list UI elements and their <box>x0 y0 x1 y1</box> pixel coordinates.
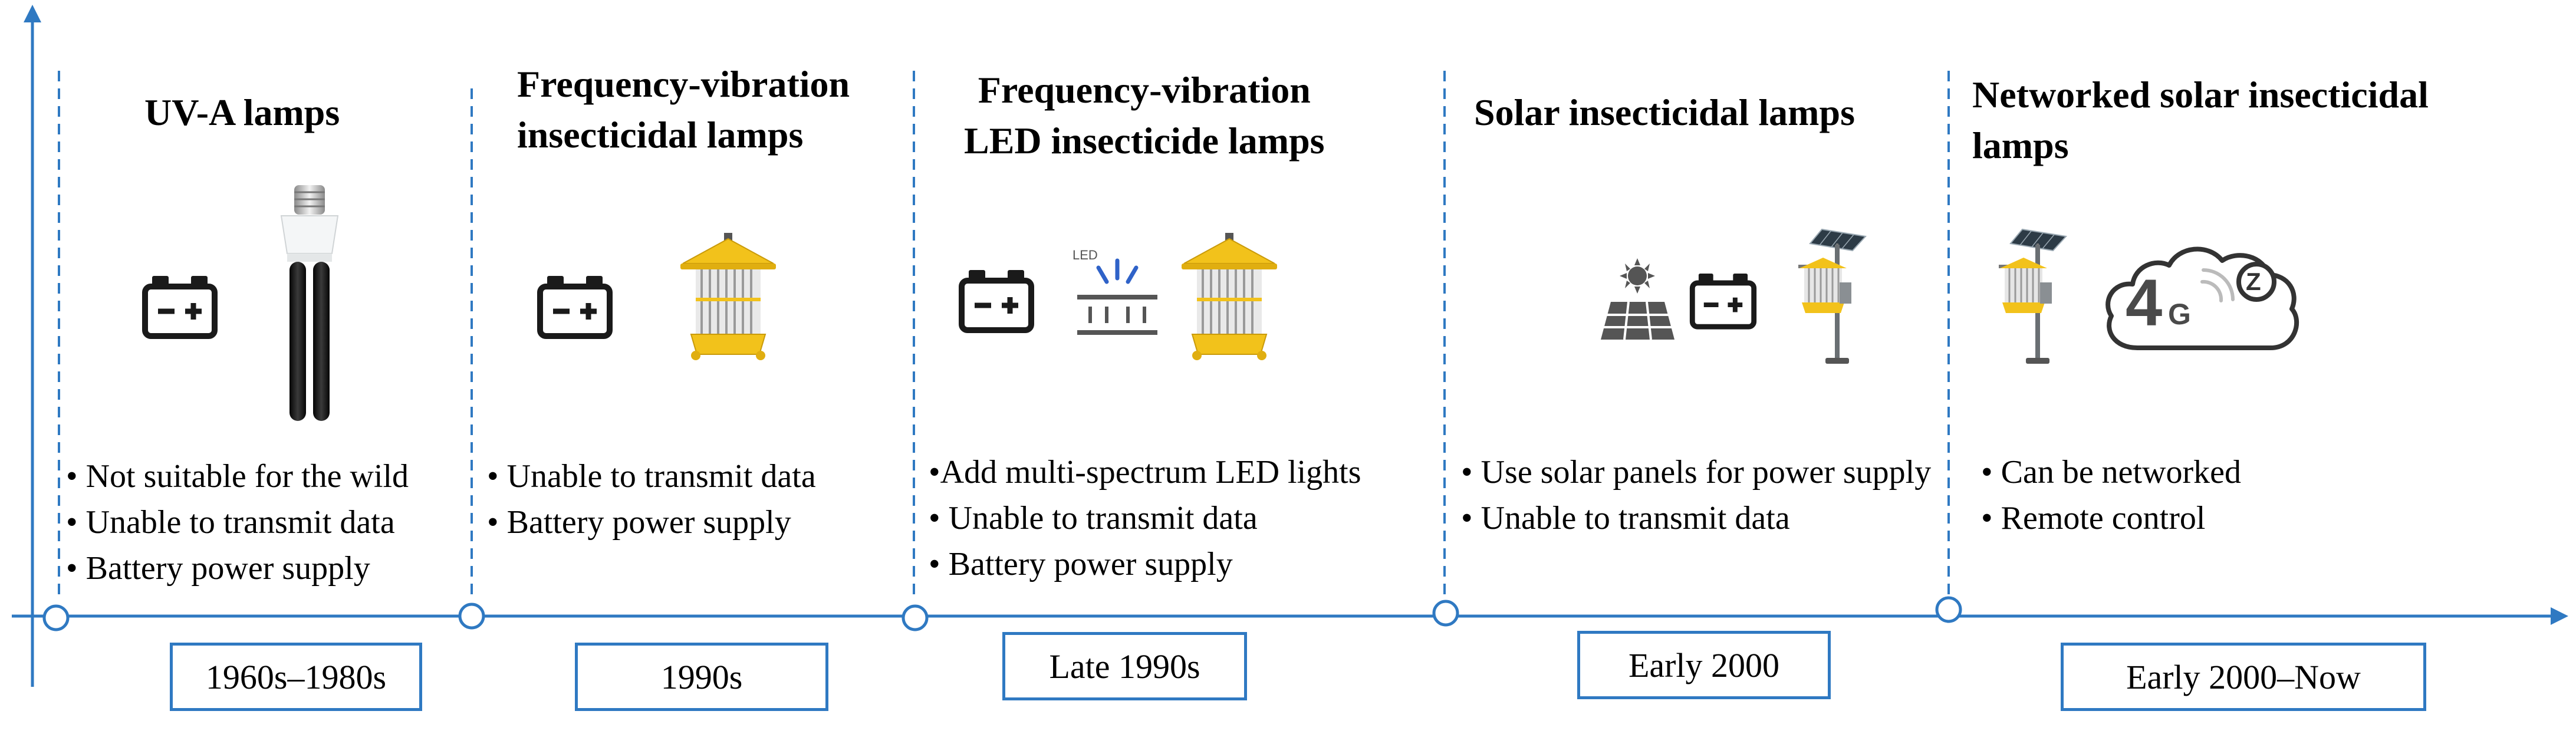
era-date-box: Late 1990s <box>1002 632 1247 700</box>
solar-lamp-pole-icon <box>1798 228 1867 364</box>
yellow-insecticidal-lamp-icon <box>680 233 776 360</box>
era-feature-list: •Add multi-spectrum LED lights • Unable … <box>929 449 1361 587</box>
era-feature-list: • Unable to transmit data • Battery powe… <box>487 453 816 545</box>
battery-icon <box>537 276 613 339</box>
feature-item: • Unable to transmit data <box>487 458 816 495</box>
led-label: LED <box>1072 248 1098 262</box>
era-date-box: Early 2000 <box>1577 631 1831 699</box>
era-title-line: LED insecticide lamps <box>964 120 1325 162</box>
uv-a-tube-lamp-icon <box>280 185 339 421</box>
era-date-box: 1960s–1980s <box>170 643 422 711</box>
era-title-line: Solar insecticidal lamps <box>1474 91 1855 133</box>
feature-item: •Add multi-spectrum LED lights <box>929 454 1361 491</box>
era-title-line: UV-A lamps <box>144 91 340 133</box>
battery-icon <box>142 276 218 339</box>
era-uv-a-lamps: UV-A lamps • Not suitable for the wild •… <box>0 0 472 734</box>
feature-item: • Not suitable for the wild <box>66 458 409 495</box>
era-title: Frequency-vibration LED insecticide lamp… <box>964 65 1325 166</box>
cloud-network-icon: 4 G Z <box>2096 236 2302 366</box>
feature-item: • Unable to transmit data <box>929 500 1258 536</box>
feature-item: • Unable to transmit data <box>66 504 395 541</box>
era-date-label: 1960s–1980s <box>205 657 387 696</box>
network-4g-label: 4 <box>2126 266 2163 340</box>
era-date-label: Early 2000–Now <box>2126 657 2361 696</box>
era-title-line: Frequency-vibration <box>517 63 850 105</box>
timeline-node <box>902 604 929 631</box>
era-title-line: insecticidal lamps <box>517 114 804 156</box>
yellow-insecticidal-lamp-icon <box>1182 233 1277 360</box>
feature-item: • Can be networked <box>1981 454 2242 491</box>
feature-item: • Unable to transmit data <box>1461 500 1790 536</box>
era-title: Networked solar insecticidal lamps <box>1972 70 2429 171</box>
era-title-line: lamps <box>1972 124 2069 166</box>
era-title: Frequency-vibration insecticidal lamps <box>517 59 850 160</box>
era-feature-list: • Not suitable for the wild • Unable to … <box>66 453 409 591</box>
timeline-node <box>42 604 70 631</box>
era-frequency-vibration-lamps: Frequency-vibration insecticidal lamps •… <box>0 0 914 734</box>
era-title-line: Networked solar insecticidal <box>1972 74 2429 116</box>
battery-icon <box>959 270 1034 333</box>
led-strip-icon: LED <box>1070 248 1164 342</box>
timeline-node <box>1432 600 1459 627</box>
network-4g-sub-label: G <box>2168 298 2191 331</box>
era-feature-list: • Can be networked • Remote control <box>1981 449 2241 541</box>
battery-icon <box>1689 274 1757 330</box>
era-title-line: Frequency-vibration <box>978 69 1311 111</box>
feature-item: • Battery power supply <box>66 550 370 587</box>
era-date-label: Late 1990s <box>1049 647 1200 686</box>
era-date-box: Early 2000–Now <box>2061 643 2426 711</box>
era-led-insecticide-lamps: Frequency-vibration LED insecticide lamp… <box>929 65 1361 700</box>
solar-lamp-pole-icon <box>1999 228 2067 364</box>
era-title: UV-A lamps <box>144 87 340 138</box>
feature-item: • Battery power supply <box>487 504 791 541</box>
era-feature-list: • Use solar panels for power supply • Un… <box>1461 449 1933 541</box>
era-date-box: 1990s <box>575 643 828 711</box>
feature-item: • Battery power supply <box>929 546 1233 582</box>
era-title: Solar insecticidal lamps <box>1474 87 1855 138</box>
era-date-label: Early 2000 <box>1628 646 1780 684</box>
timeline-node <box>1935 596 1962 623</box>
era-solar-insecticidal-lamps: Solar insecticidal lamps <box>1461 87 1933 699</box>
feature-item: • Remote control <box>1981 500 2206 536</box>
feature-item: • Use solar panels for power supply <box>1461 454 1932 491</box>
timeline-node <box>458 603 485 630</box>
solar-panel-icon <box>1601 258 1674 340</box>
era-date-label: 1990s <box>660 657 743 696</box>
zigbee-label: Z <box>2246 268 2261 295</box>
